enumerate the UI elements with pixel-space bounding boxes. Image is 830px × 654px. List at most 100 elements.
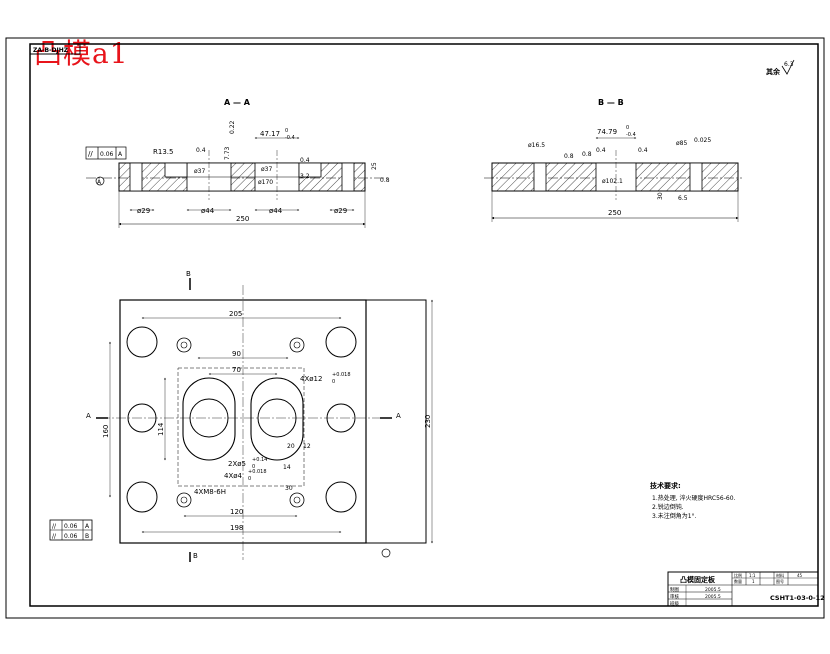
outer-border <box>5 37 825 619</box>
svg-text:230: 230 <box>424 415 432 428</box>
svg-text:凸模固定板: 凸模固定板 <box>680 575 716 584</box>
svg-text:B: B <box>186 270 191 278</box>
svg-text:0.4: 0.4 <box>596 147 606 154</box>
plan-view: 205 90 70 120 198 160 114 230 4Xø12 +0.0… <box>86 270 433 562</box>
svg-text:ø44: ø44 <box>269 207 283 215</box>
svg-text:A: A <box>86 412 91 420</box>
roughness-other-label: 其余 <box>766 67 781 76</box>
svg-text:A: A <box>97 179 102 186</box>
tech-requirements: 技术要求: 1.热处理, 淬火硬度HRC56-60. 2.锐边倒钝. 3.未注倒… <box>650 481 736 520</box>
svg-text:0.4: 0.4 <box>638 147 648 154</box>
svg-text:B: B <box>193 552 198 560</box>
svg-text:74.79: 74.79 <box>597 128 617 136</box>
svg-text://: // <box>52 523 57 530</box>
svg-text:198: 198 <box>230 524 243 532</box>
svg-text:0.4: 0.4 <box>300 157 310 164</box>
svg-text:ø29: ø29 <box>334 207 347 215</box>
section-bb: B — B 250 74.79 0 -0.4 ø16.5 ø85 0.025 ø… <box>484 98 742 222</box>
svg-text:90: 90 <box>232 350 241 358</box>
svg-text:2Xø5: 2Xø5 <box>228 460 246 468</box>
svg-text:0.4: 0.4 <box>196 147 206 154</box>
svg-text:160: 160 <box>102 425 110 438</box>
svg-text:技术要求:: 技术要求: <box>650 481 681 490</box>
drawing-no-box <box>29 43 81 55</box>
svg-text:2005.5: 2005.5 <box>705 594 721 600</box>
svg-text:-0.4: -0.4 <box>626 132 636 138</box>
svg-text:250: 250 <box>236 215 249 223</box>
svg-text:0.025: 0.025 <box>694 137 711 144</box>
svg-text:120: 120 <box>230 508 243 516</box>
svg-text:0: 0 <box>248 476 251 482</box>
svg-text://: // <box>52 533 57 540</box>
svg-text://: // <box>88 150 93 158</box>
svg-text:0.22: 0.22 <box>229 120 236 134</box>
svg-text:ø37: ø37 <box>194 168 205 175</box>
svg-text:B: B <box>85 533 89 540</box>
svg-text:12: 12 <box>303 443 311 450</box>
svg-text:0.8: 0.8 <box>582 151 592 158</box>
svg-text:0.06: 0.06 <box>64 533 78 540</box>
svg-text:0: 0 <box>332 379 335 385</box>
svg-text:0.8: 0.8 <box>380 177 390 184</box>
svg-text:0.06: 0.06 <box>100 151 114 158</box>
svg-text:ø44: ø44 <box>201 207 215 215</box>
svg-text:3.2: 3.2 <box>300 173 310 180</box>
svg-text:A: A <box>396 412 401 420</box>
svg-text:114: 114 <box>157 422 165 436</box>
svg-text:制图: 制图 <box>670 586 679 593</box>
svg-text:0: 0 <box>252 464 255 470</box>
svg-text:250: 250 <box>608 209 621 217</box>
svg-text:6.5: 6.5 <box>678 195 688 202</box>
svg-text:0.8: 0.8 <box>564 153 574 160</box>
svg-text:20: 20 <box>287 443 295 450</box>
svg-text:+0.018: +0.018 <box>332 372 351 378</box>
svg-text:ø37: ø37 <box>261 166 272 173</box>
roughness-other-icon: 6.3 <box>781 59 795 75</box>
svg-text:图号: 图号 <box>776 578 784 584</box>
svg-text:ø102.1: ø102.1 <box>602 178 623 185</box>
svg-text:数量: 数量 <box>734 578 742 584</box>
svg-text:ø85: ø85 <box>676 140 687 147</box>
svg-text:A: A <box>118 151 123 158</box>
svg-text:0.06: 0.06 <box>64 523 78 530</box>
svg-text:4Xø4: 4Xø4 <box>224 472 243 480</box>
svg-text:1:1: 1:1 <box>749 573 756 578</box>
svg-text:R13.5: R13.5 <box>153 148 173 156</box>
svg-text:比例: 比例 <box>734 572 742 578</box>
svg-text:30: 30 <box>285 485 293 492</box>
section-aa-title: A — A <box>224 98 251 107</box>
svg-text:+0.14: +0.14 <box>252 457 267 463</box>
svg-text:25: 25 <box>371 162 378 170</box>
svg-text:0: 0 <box>626 125 629 131</box>
drawing-no-top: ZA-B-DJHZ <box>33 47 69 54</box>
svg-text:4XM8-6H: 4XM8-6H <box>194 488 226 496</box>
svg-text:7.73: 7.73 <box>224 146 231 160</box>
svg-text:材料: 材料 <box>776 572 784 578</box>
svg-text:6.3: 6.3 <box>784 61 794 68</box>
title-block: 凸模固定板 比例 1:1 数量 1 材料 45 图号 CSHT1-03-0-12… <box>667 571 825 607</box>
svg-text:A: A <box>85 523 90 530</box>
svg-text:班级: 班级 <box>670 600 679 607</box>
svg-text:ø16.5: ø16.5 <box>528 142 545 149</box>
svg-text:3.未注倒角为1°.: 3.未注倒角为1°. <box>652 512 697 520</box>
svg-text:30: 30 <box>657 192 664 200</box>
svg-text:CSHT1-03-0-12: CSHT1-03-0-12 <box>770 594 825 602</box>
svg-text:205: 205 <box>229 310 242 318</box>
section-bb-title: B — B <box>598 98 624 107</box>
svg-text:ø29: ø29 <box>137 207 150 215</box>
svg-text:4Xø12: 4Xø12 <box>300 375 322 383</box>
svg-text:0: 0 <box>285 128 288 134</box>
svg-text:-0.4: -0.4 <box>285 135 295 141</box>
svg-text:1.热处理, 淬火硬度HRC56-60.: 1.热处理, 淬火硬度HRC56-60. <box>652 494 736 502</box>
svg-text:2.锐边倒钝.: 2.锐边倒钝. <box>652 503 684 511</box>
svg-text:ø170: ø170 <box>258 179 273 186</box>
svg-text:审核: 审核 <box>670 593 679 600</box>
svg-text:47.17: 47.17 <box>260 130 280 138</box>
svg-text:14: 14 <box>283 464 291 471</box>
section-aa: A — A 250 ø29 ø44 ø44 ø29 47.17 0 -0.4 <box>85 98 390 228</box>
inner-border <box>29 43 819 607</box>
svg-text:70: 70 <box>232 366 241 374</box>
svg-text:1: 1 <box>752 579 755 584</box>
svg-text:+0.018: +0.018 <box>248 469 267 475</box>
